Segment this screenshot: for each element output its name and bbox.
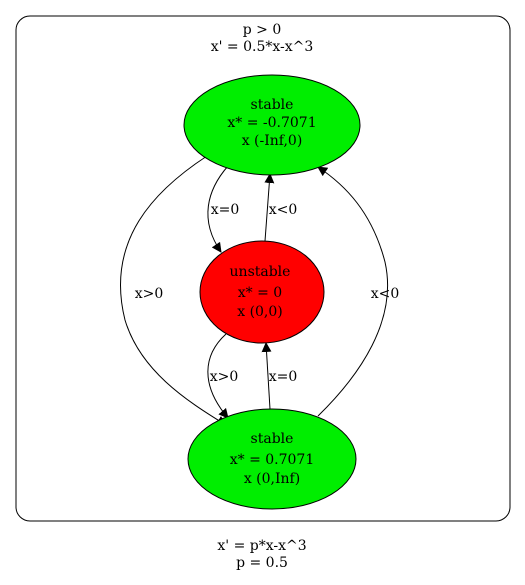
node-unstable-line1: unstable <box>230 264 291 280</box>
cluster-box <box>15 15 511 522</box>
caption-line1: x' = p*x-x^3 <box>217 538 306 554</box>
edge-unstable-to-neg <box>264 173 275 242</box>
node-stable-negative-line3: x (-Inf,0) <box>242 133 303 149</box>
node-unstable-line3: x (0,0) <box>237 304 283 320</box>
edge-neg-to-unstable <box>207 165 229 253</box>
node-unstable-line2: x* = 0 <box>238 285 282 301</box>
node-stable-positive-line3: x (0,Inf) <box>244 471 300 487</box>
edge-label-neg-to-pos: x>0 <box>135 286 164 302</box>
edge-pos-to-neg <box>317 166 389 417</box>
cluster-label-line1: p > 0 <box>243 22 282 38</box>
node-stable-positive-line1: stable <box>251 431 294 447</box>
edge-label-unstable-to-neg: x<0 <box>269 202 298 218</box>
edge-label-neg-to-unstable: x=0 <box>211 202 240 218</box>
edge-neg-to-pos <box>120 155 227 426</box>
node-stable-negative-line1: stable <box>251 97 294 113</box>
node-stable-negative-shape <box>183 74 361 176</box>
edge-label-pos-to-neg: x<0 <box>371 286 400 302</box>
node-stable-negative: stable x* = -0.7071 x (-Inf,0) <box>183 74 361 176</box>
node-stable-positive-shape <box>187 408 357 510</box>
node-unstable-shape <box>199 240 325 344</box>
edge-pos-to-unstable <box>261 342 272 410</box>
node-stable-positive-line2: x* = 0.7071 <box>230 452 315 468</box>
edge-unstable-to-pos <box>207 333 229 419</box>
cluster-label-line2: x' = 0.5*x-x^3 <box>211 39 314 55</box>
node-stable-positive: stable x* = 0.7071 x (0,Inf) <box>187 408 357 510</box>
node-unstable: unstable x* = 0 x (0,0) <box>199 240 325 344</box>
caption-line2: p = 0.5 <box>236 555 288 571</box>
node-stable-negative-line2: x* = -0.7071 <box>227 115 316 131</box>
edge-label-pos-to-unstable: x=0 <box>269 369 298 385</box>
edge-label-unstable-to-pos: x>0 <box>210 369 239 385</box>
